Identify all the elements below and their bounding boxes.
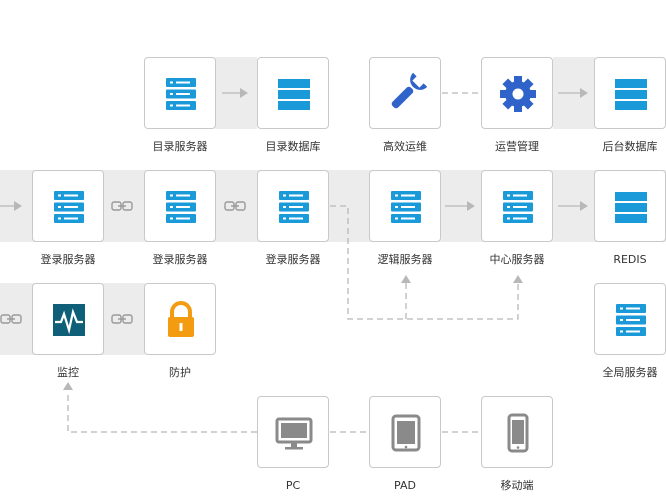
node-ops[interactable] [369,57,441,129]
database-icon [615,79,647,110]
node-dir-db[interactable] [257,57,329,129]
database-icon [278,79,310,110]
wrench-icon [391,72,428,109]
label-logic: 逻辑服务器 [377,253,433,266]
node-center[interactable] [481,170,553,242]
label-center: 中心服务器 [489,253,545,266]
link-icon [111,314,133,324]
server-icon [279,191,309,223]
server-icon [166,78,196,110]
node-login-2[interactable] [144,170,216,242]
label-login-3: 登录服务器 [265,253,321,266]
server-icon [616,304,646,336]
label-dir-server: 目录服务器 [152,140,208,153]
label-global: 全局服务器 [602,366,658,379]
node-protect[interactable] [144,283,216,355]
phone-icon [507,413,529,453]
server-icon [166,191,196,223]
node-pad[interactable] [369,396,441,468]
server-icon [54,191,84,223]
gear-icon [500,76,536,112]
node-redis[interactable] [594,170,666,242]
monitor-icon [275,417,313,450]
node-monitor[interactable] [32,283,104,355]
server-icon [391,191,421,223]
node-backend-db[interactable] [594,57,666,129]
node-dir-server[interactable] [144,57,216,129]
label-dir-db: 目录数据库 [265,140,321,153]
node-mobile[interactable] [481,396,553,468]
node-login-3[interactable] [257,170,329,242]
link-icon [224,201,246,211]
label-monitor: 监控 [57,366,79,379]
pulse-monitor-icon [53,304,85,336]
label-mgmt: 运营管理 [495,140,539,153]
node-mgmt[interactable] [481,57,553,129]
padlock-icon [168,301,194,337]
label-backend-db: 后台数据库 [602,140,658,153]
node-pc[interactable] [257,396,329,468]
server-icon [503,191,533,223]
label-login-1: 登录服务器 [40,253,96,266]
label-ops: 高效运维 [383,140,427,153]
database-icon [615,192,647,223]
label-redis: REDIS [613,253,647,266]
node-login-1[interactable] [32,170,104,242]
label-mobile: 移动端 [500,479,534,492]
tablet-icon [391,414,421,452]
label-protect: 防护 [169,366,191,379]
label-pc: PC [285,479,301,492]
node-global[interactable] [594,283,666,355]
node-logic[interactable] [369,170,441,242]
label-pad: PAD [394,479,416,492]
link-icon [0,314,22,324]
label-login-2: 登录服务器 [152,253,208,266]
link-icon [111,201,133,211]
